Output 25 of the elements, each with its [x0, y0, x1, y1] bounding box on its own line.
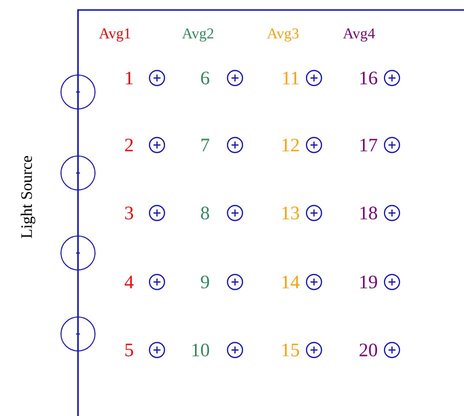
position-number: 1: [126, 72, 133, 84]
position-number: 5: [125, 344, 134, 356]
position-number: 7: [202, 138, 210, 152]
position-number: 15: [282, 344, 300, 356]
position-number: 8: [201, 206, 210, 220]
position-number: 16: [360, 72, 378, 84]
position-number: 14: [282, 276, 300, 288]
axis-label: Light Source: [20, 156, 36, 238]
column-heading: Avg1: [99, 28, 130, 42]
position-number: 12: [282, 138, 299, 152]
column-heading: Avg3: [267, 28, 299, 42]
position-number: 9: [200, 276, 210, 288]
position-number: 20: [360, 344, 378, 356]
position-number: 19: [360, 276, 378, 288]
column-heading: Avg2: [182, 28, 214, 42]
position-number: 18: [360, 206, 378, 220]
position-number: 13: [282, 206, 300, 220]
position-number: 6: [201, 72, 210, 84]
position-number: 17: [360, 138, 378, 152]
position-number: 11: [283, 72, 299, 84]
position-number: 3: [125, 206, 134, 220]
position-number: 4: [124, 276, 134, 288]
column-heading: Avg4: [343, 28, 375, 42]
position-number: 10: [192, 344, 210, 356]
position-number: 2: [125, 138, 133, 152]
